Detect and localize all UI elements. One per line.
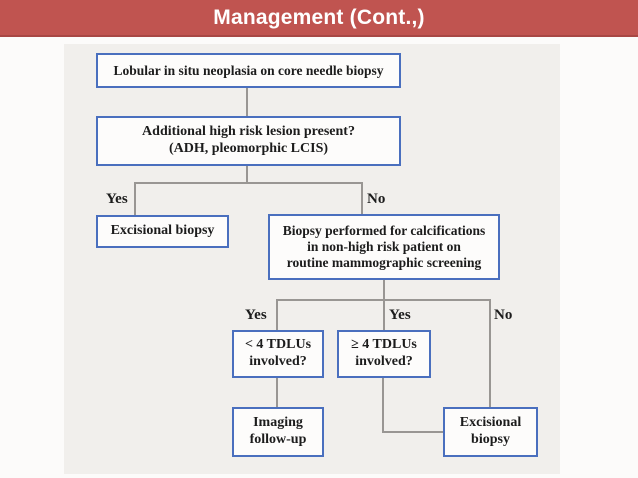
- connector-lobular-to-highrisk: [246, 88, 248, 116]
- node-excisional-biopsy-right: Excisional biopsy: [443, 407, 538, 457]
- node-text-line: (ADH, pleomorphic LCIS): [168, 141, 329, 156]
- connector-yes-to-lt4: [276, 299, 278, 330]
- node-excisional-biopsy-left: Excisional biopsy: [96, 215, 229, 248]
- node-text-line: Biopsy performed for calcifications: [282, 223, 486, 239]
- node-text-line: involved?: [249, 354, 307, 369]
- branch-label-calc-yes-mid: Yes: [389, 307, 411, 323]
- node-text-line: biopsy: [471, 432, 510, 447]
- node-imaging-follow-up: Imaging follow-up: [232, 407, 324, 457]
- node-text-line: Lobular in situ neoplasia on core needle…: [113, 62, 384, 78]
- connector-highrisk-split: [134, 182, 363, 184]
- branch-label-highrisk-no: No: [367, 191, 386, 207]
- connector-highrisk-stem: [246, 166, 248, 183]
- slide-title-bar: Management (Cont.,): [0, 0, 638, 37]
- node-text-line: < 4 TDLUs: [244, 337, 312, 353]
- connector-lt4-to-imaging: [276, 378, 278, 407]
- connector-yes-to-ge4: [383, 299, 385, 330]
- node-text-line: involved?: [355, 354, 413, 369]
- node-text-line: Excisional: [459, 415, 522, 431]
- node-text-line: in non-high risk patient on: [307, 239, 461, 255]
- connector-yes-to-excisional-left: [134, 182, 136, 215]
- connector-no-to-biopsy-calc: [361, 182, 363, 214]
- branch-label-highrisk-yes: Yes: [106, 191, 128, 207]
- node-lobular-in-situ-neoplasia: Lobular in situ neoplasia on core needle…: [96, 53, 401, 88]
- branch-label-calc-no: No: [494, 307, 513, 323]
- connector-no-to-excisional-right: [489, 299, 491, 407]
- node-ge4-tdlus-involved: ≥ 4 TDLUs involved?: [337, 330, 431, 378]
- node-text-line: Imaging: [253, 415, 303, 431]
- node-text-line: Additional high risk lesion present?: [142, 124, 355, 140]
- node-text-line: Excisional biopsy: [110, 223, 215, 239]
- node-text-line: follow-up: [249, 432, 307, 447]
- node-text-line: ≥ 4 TDLUs: [351, 337, 417, 353]
- branch-label-calc-yes-left: Yes: [245, 307, 267, 323]
- node-biopsy-for-calcifications: Biopsy performed for calcifications in n…: [268, 214, 500, 280]
- connector-ge4-down: [382, 378, 384, 433]
- node-lt4-tdlus-involved: < 4 TDLUs involved?: [232, 330, 324, 378]
- page-title: Management (Cont.,): [213, 5, 425, 29]
- node-text-line: routine mammographic screening: [286, 254, 482, 270]
- connector-ge4-to-excisional-right: [382, 431, 445, 433]
- connector-biopsy-calc-stem: [383, 280, 385, 300]
- node-additional-high-risk-lesion: Additional high risk lesion present? (AD…: [96, 116, 401, 166]
